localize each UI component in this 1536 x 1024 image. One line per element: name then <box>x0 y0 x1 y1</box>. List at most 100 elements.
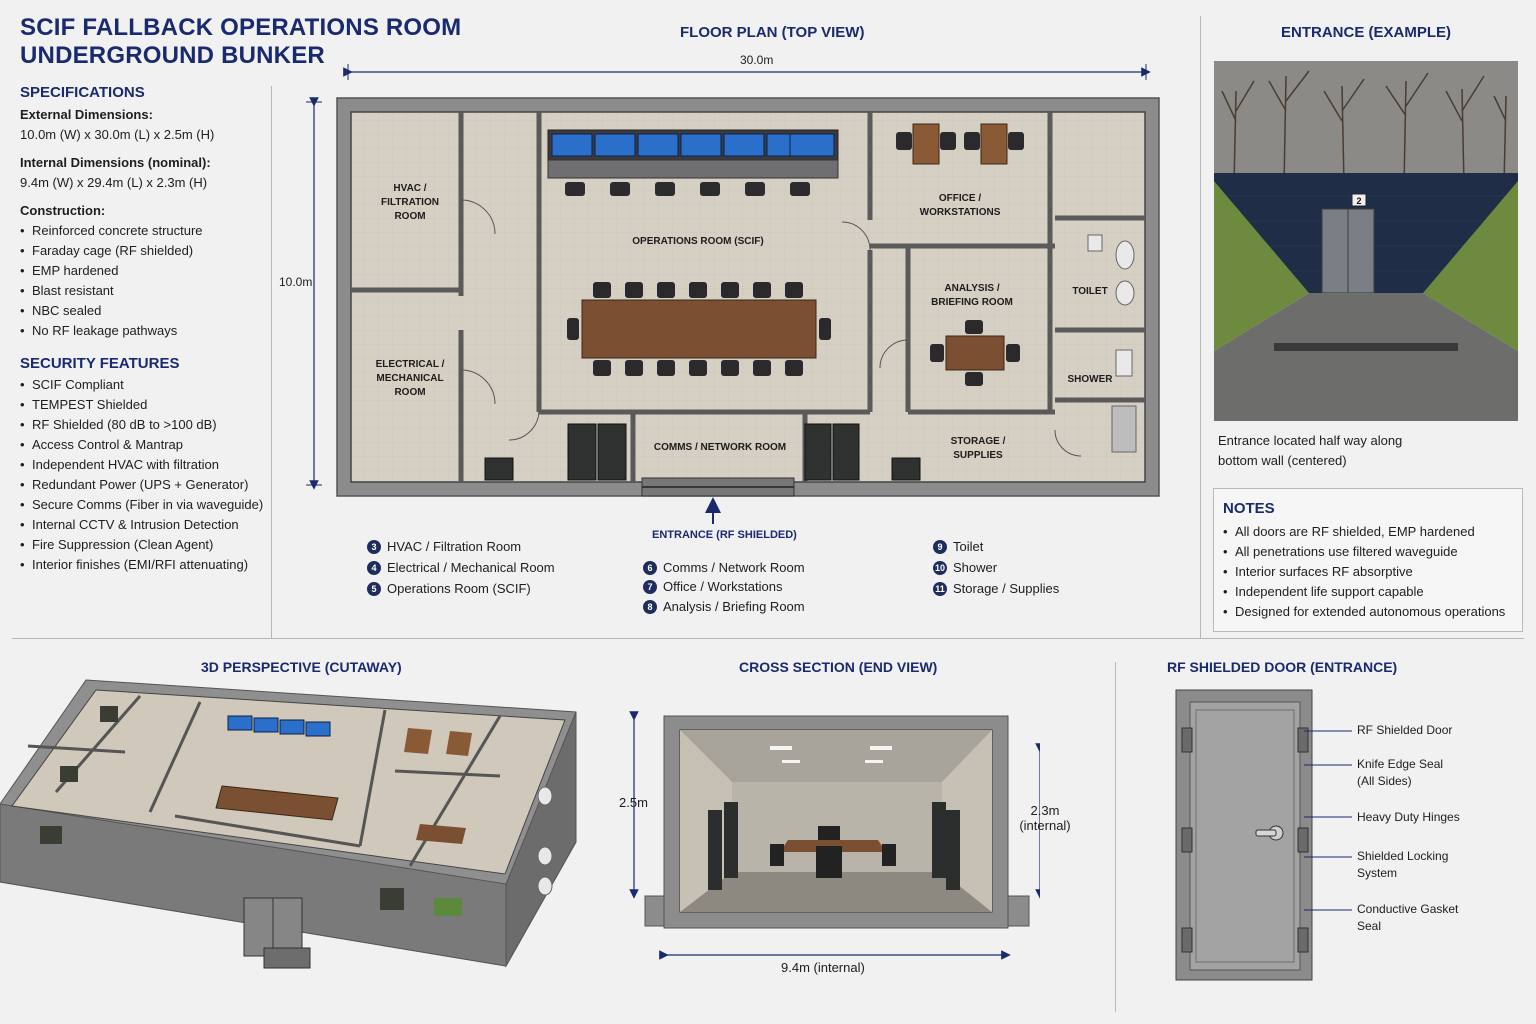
caption-line: Entrance located half way along <box>1218 433 1403 448</box>
title-line-1: SCIF FALLBACK OPERATIONS ROOM <box>20 14 462 41</box>
list-item: NBC sealed <box>20 301 265 321</box>
door-label-line: Knife Edge Seal <box>1357 757 1444 771</box>
door-label-line: (All Sides) <box>1357 774 1412 788</box>
list-item: Blast resistant <box>20 281 265 301</box>
legend-label: Toilet <box>953 539 984 554</box>
room-label-operations: OPERATIONS ROOM (SCIF) <box>632 236 763 247</box>
room-label-storage: STORAGE / <box>951 436 1006 447</box>
room-label-office: WORKSTATIONS <box>920 207 1001 218</box>
floor-plan-diagram: HVAC / FILTRATION ROOM ELECTRICAL / MECH… <box>306 64 1160 524</box>
external-height-label: 2.5m <box>619 795 648 810</box>
list-item: Internal CCTV & Intrusion Detection <box>20 515 270 535</box>
width-dimension-label: 10.0m <box>279 275 313 289</box>
divider <box>1115 662 1116 1012</box>
construction-label: Construction: <box>20 203 106 218</box>
legend-number: 8 <box>643 600 657 614</box>
construction-list: Reinforced concrete structure Faraday ca… <box>20 221 265 341</box>
door-label-line: Conductive Gasket <box>1357 902 1459 916</box>
list-item: EMP hardened <box>20 261 265 281</box>
legend-label: Operations Room (SCIF) <box>387 581 531 596</box>
security-list: SCIF Compliant TEMPEST Shielded RF Shiel… <box>20 375 270 575</box>
door-label-line: RF Shielded Door <box>1357 723 1453 737</box>
legend-label: Storage / Supplies <box>953 581 1060 596</box>
list-item: RF Shielded (80 dB to >100 dB) <box>20 415 270 435</box>
legend-number: 10 <box>933 561 947 575</box>
legend-number: 5 <box>367 582 381 596</box>
entrance-caption: Entrance located half way along bottom w… <box>1218 431 1402 471</box>
bathroom-fixtures <box>1087 234 1137 453</box>
external-dim-label: External Dimensions: <box>20 107 153 122</box>
door-label-line: Shielded Locking <box>1357 849 1449 863</box>
legend-number: 3 <box>367 540 381 554</box>
divider <box>271 86 272 638</box>
legend-item: 7 Office / Workstations <box>643 578 782 596</box>
internal-width-label: 9.4m (internal) <box>781 960 865 975</box>
door-label-line: Heavy Duty Hinges <box>1357 810 1460 824</box>
list-item: All penetrations use filtered waveguide <box>1223 542 1518 562</box>
room-label-comms: COMMS / NETWORK ROOM <box>654 442 786 453</box>
legend-number: 9 <box>933 540 947 554</box>
page-title: SCIF FALLBACK OPERATIONS ROOM UNDERGROUN… <box>20 14 461 70</box>
interior-walls <box>351 112 1145 482</box>
room-label-electrical: ROOM <box>394 387 425 398</box>
legend-number: 4 <box>367 561 381 575</box>
caption-line: bottom wall (centered) <box>1218 453 1347 468</box>
list-item: Reinforced concrete structure <box>20 221 265 241</box>
internal-dim-value: 9.4m (W) x 29.4m (L) x 2.3m (H) <box>20 175 208 190</box>
door-label: Knife Edge Seal (All Sides) <box>1357 756 1443 790</box>
cross-section-heading: CROSS SECTION (END VIEW) <box>739 659 938 675</box>
legend-label: Office / Workstations <box>663 579 783 594</box>
entrance-label: ENTRANCE (RF SHIELDED) <box>652 529 797 541</box>
list-item: Independent HVAC with filtration <box>20 455 270 475</box>
list-item: Designed for extended autonomous operati… <box>1223 602 1518 622</box>
door-swings <box>460 199 1082 457</box>
list-item: Fire Suppression (Clean Agent) <box>20 535 270 555</box>
rf-door-diagram <box>1175 689 1313 981</box>
internal-dim-label: Internal Dimensions (nominal): <box>20 155 211 170</box>
room-label-hvac: HVAC / <box>393 183 426 194</box>
notes-box: NOTES All doors are RF shielded, EMP har… <box>1213 488 1523 632</box>
list-item: All doors are RF shielded, EMP hardened <box>1223 522 1518 542</box>
perspective-diagram <box>0 679 577 969</box>
door-label: Heavy Duty Hinges <box>1357 809 1460 826</box>
list-item: Access Control & Mantrap <box>20 435 270 455</box>
legend-label: Comms / Network Room <box>663 560 805 575</box>
rf-door-leader-lines <box>1304 730 1352 911</box>
analysis-table <box>930 320 1020 386</box>
list-item: SCIF Compliant <box>20 375 270 395</box>
specifications-block: External Dimensions: 10.0m (W) x 30.0m (… <box>20 105 265 341</box>
room-label-electrical: MECHANICAL <box>376 373 443 384</box>
specifications-heading: SPECIFICATIONS <box>20 84 145 101</box>
list-item: TEMPEST Shielded <box>20 395 270 415</box>
conference-table <box>567 282 831 376</box>
room-label-toilet: TOILET <box>1072 286 1107 297</box>
comms-racks <box>484 423 921 481</box>
list-item: Interior finishes (EMI/RFI attenuating) <box>20 555 270 575</box>
room-label-analysis: BRIEFING ROOM <box>931 297 1013 308</box>
entrance-photo: 2 <box>1214 61 1518 421</box>
room-label-electrical: ELECTRICAL / <box>376 359 445 370</box>
legend-number: 7 <box>643 580 657 594</box>
list-item: No RF leakage pathways <box>20 321 265 341</box>
door-label: RF Shielded Door <box>1357 722 1452 739</box>
room-label-shower: SHOWER <box>1068 374 1114 385</box>
list-item: Faraday cage (RF shielded) <box>20 241 265 261</box>
room-label-office: OFFICE / <box>939 193 981 204</box>
room-label-storage: SUPPLIES <box>953 450 1003 461</box>
legend-item: 9 Toilet <box>933 538 983 556</box>
door-number: 2 <box>1356 196 1361 206</box>
office-desks <box>896 123 1024 165</box>
divider <box>12 638 1524 639</box>
door-label-line: System <box>1357 866 1398 880</box>
external-dim-value: 10.0m (W) x 30.0m (L) x 2.5m (H) <box>20 127 215 142</box>
rf-door-heading: RF SHIELDED DOOR (ENTRANCE) <box>1167 659 1398 675</box>
legend-item: 5 Operations Room (SCIF) <box>367 580 531 598</box>
notes-heading: NOTES <box>1223 500 1275 517</box>
